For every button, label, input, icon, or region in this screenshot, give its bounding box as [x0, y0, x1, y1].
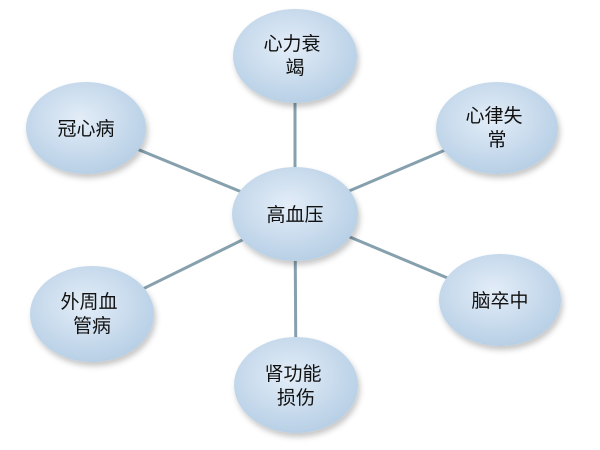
node-peripheral-vascular-disease-label-line-2: 管病 [73, 315, 111, 337]
node-kidney-damage-label-line-1: 肾功能 [264, 363, 321, 385]
node-stroke: 脑卒中 [439, 254, 561, 346]
node-arrhythmia-label-line-2: 常 [487, 129, 506, 151]
center-node-hypertension: 高血压 [232, 167, 358, 261]
node-kidney-damage-label-line-2: 损伤 [277, 387, 315, 409]
node-coronary-heart-disease: 冠心病 [26, 82, 146, 174]
node-stroke-label-line-1: 脑卒中 [471, 290, 528, 312]
node-peripheral-vascular-disease-bubble [30, 266, 154, 362]
center-node-bubble [232, 167, 358, 261]
svg-text:冠心病: 冠心病 [57, 118, 114, 140]
node-heart-failure: 心力衰 竭 [233, 9, 357, 103]
svg-text:脑卒中: 脑卒中 [471, 290, 528, 312]
node-kidney-damage-bubble [234, 337, 358, 433]
node-heart-failure-label-line-2: 竭 [285, 57, 304, 79]
svg-text:外周血 管病: 外周血 管病 [60, 291, 123, 337]
node-arrhythmia-label-line-1: 心律失 [465, 105, 522, 127]
node-arrhythmia: 心律失 常 [436, 82, 558, 174]
svg-text:心力衰 竭: 心力衰 竭 [263, 33, 326, 79]
node-kidney-damage: 肾功能 损伤 [234, 337, 358, 433]
node-peripheral-vascular-disease: 外周血 管病 [30, 266, 154, 362]
node-coronary-heart-disease-label-line-1: 冠心病 [57, 118, 114, 140]
node-coronary-heart-disease-bubble [26, 82, 146, 174]
node-heart-failure-label-line-1: 心力衰 [263, 33, 320, 55]
svg-text:高血压: 高血压 [266, 204, 323, 226]
node-stroke-bubble [439, 254, 561, 346]
svg-text:肾功能 损伤: 肾功能 损伤 [264, 363, 327, 409]
svg-text:心律失 常: 心律失 常 [465, 105, 528, 151]
center-node-label: 高血压 [266, 204, 323, 226]
node-arrhythmia-bubble [436, 82, 558, 174]
node-heart-failure-bubble [233, 9, 357, 103]
node-peripheral-vascular-disease-label-line-1: 外周血 [60, 291, 117, 313]
